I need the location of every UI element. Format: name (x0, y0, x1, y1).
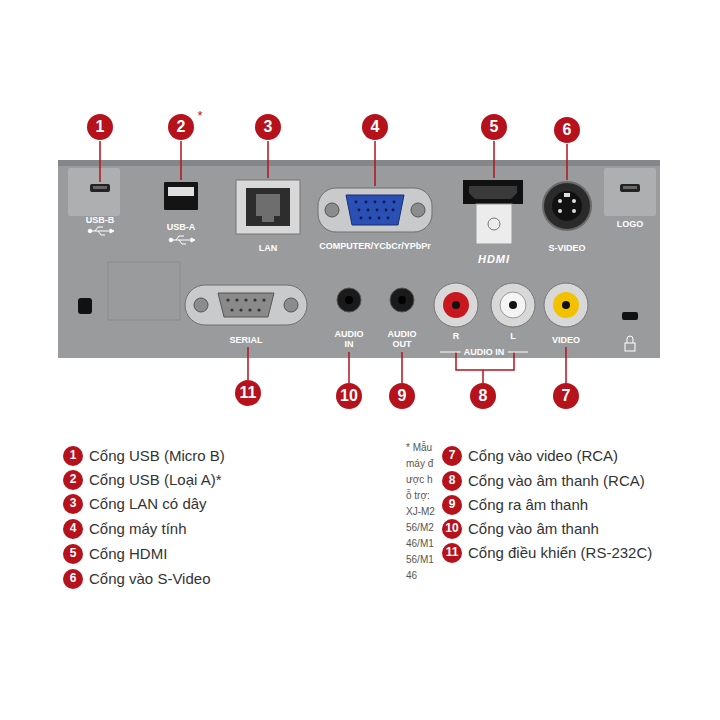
port-label: AUDIO OUT (385, 329, 419, 350)
legend-item: Cổng ra âm thanh (468, 496, 588, 513)
callout-number: 5 (481, 114, 507, 140)
callout-number: 11 (442, 543, 462, 563)
callout-number: 7 (553, 383, 579, 409)
callout-number: 5 (63, 544, 83, 564)
legend-item: Cổng USB (Loại A)* (89, 471, 222, 488)
callout-number: 7 (442, 446, 462, 466)
callout-number: 2 (168, 114, 194, 140)
port-label: VIDEO (552, 335, 580, 345)
callout-number: 9 (389, 383, 415, 409)
callout-number: 10 (442, 519, 462, 539)
port-label: R (453, 331, 460, 341)
port-label: LAN (259, 243, 278, 253)
callout-number: 2 (63, 470, 83, 490)
footnote: * Mẫu máy được hỗ trợ: XJ-M256/M246/M156… (406, 440, 438, 584)
legend-item: Cổng HDMI (89, 545, 167, 562)
legend-item: Cổng USB (Micro B) (89, 447, 225, 464)
legend-item: Cổng điều khiển (RS-232C) (468, 544, 652, 561)
port-label: USB-B (86, 215, 115, 225)
callout-number: 8 (470, 383, 496, 409)
legend-item: Cổng máy tính (89, 520, 187, 537)
port-logo: HDMI (478, 253, 510, 266)
port-label: AUDIO IN (332, 329, 366, 350)
legend-item: Cổng vào video (RCA) (468, 447, 618, 464)
legend-item: Cổng vào S-Video (89, 570, 210, 587)
callout-number: 3 (63, 494, 83, 514)
legend-item: Cổng LAN có dây (89, 495, 207, 512)
port-label: COMPUTER/YCbCr/YPbPr (319, 241, 431, 251)
callout-number: 1 (63, 446, 83, 466)
callout-number: 6 (554, 117, 580, 143)
port-label: S-VIDEO (548, 243, 585, 253)
port-label: USB-A (167, 222, 196, 232)
callout-number: 10 (336, 383, 362, 409)
callout-number: 6 (63, 569, 83, 589)
callout-number: 4 (362, 114, 388, 140)
callout-number: 11 (235, 380, 261, 406)
footnote-mark: * (197, 109, 202, 124)
legend-item: Cổng vào âm thanh (468, 520, 599, 537)
callout-number: 8 (442, 471, 462, 491)
port-label: L (510, 331, 516, 341)
legend-item: Cổng vào âm thanh (RCA) (468, 472, 645, 489)
port-label: SERIAL (229, 335, 262, 345)
port-label: LOGO (617, 219, 644, 229)
callout-number: 4 (63, 519, 83, 539)
callout-number: 1 (87, 114, 113, 140)
callout-number: 3 (255, 114, 281, 140)
callout-number: 9 (442, 495, 462, 515)
group-label: AUDIO IN (461, 347, 508, 357)
